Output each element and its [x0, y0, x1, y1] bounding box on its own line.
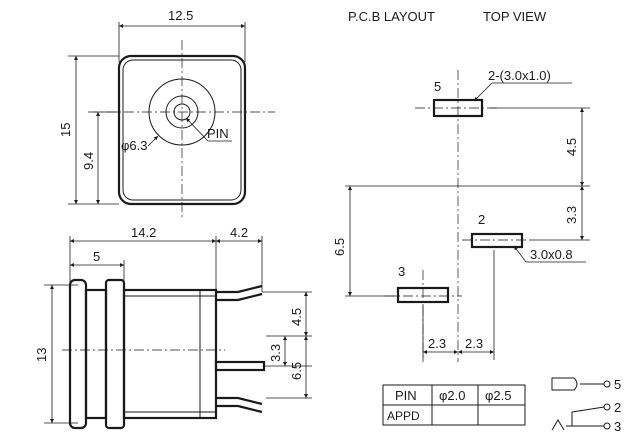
- pad-3-label: 3: [398, 264, 405, 279]
- pcb-dim-4-5: 4.5: [564, 138, 579, 156]
- pad-5-label: 5: [434, 79, 441, 94]
- side-pin-bottom: [216, 396, 263, 406]
- pcb-dim-3-3: 3.3: [564, 206, 579, 224]
- front-height-dim: 15: [58, 123, 73, 137]
- pcb-layout: 5 2-(3.0x1.0) 4.5 3.3 6.5 2 3.0x0.8 3: [332, 68, 590, 362]
- side-main-body: [122, 288, 218, 420]
- side-front-flange: [68, 278, 88, 430]
- spec-table: PIN φ2.0 φ2.5 APPD: [382, 384, 526, 426]
- side-tail-dim: 4.2: [230, 225, 248, 240]
- schematic-pin-2: 2: [614, 400, 621, 415]
- table-header-pin: PIN: [395, 388, 417, 403]
- front-view: 12.5 15 9.4 φ6.3 PIN: [58, 8, 275, 220]
- table-header-phi25: φ2.5: [485, 388, 512, 403]
- table-header-phi20: φ2.0: [439, 388, 466, 403]
- pad-5-size: 2-(3.0x1.0): [488, 68, 551, 83]
- pad-2: [470, 232, 524, 249]
- jack-pin-circle: [173, 103, 191, 121]
- front-center-height-dim: 9.4: [81, 152, 96, 170]
- schematic-symbol: 5 2 3: [551, 377, 621, 434]
- jack-hole-outer: [148, 78, 216, 146]
- pad-2-label: 2: [478, 212, 485, 227]
- side-view: 14.2 4.2 5 13: [34, 225, 312, 430]
- side-pin-mid: [214, 360, 266, 372]
- front-pin-label: PIN: [207, 126, 229, 141]
- side-length-dim: 14.2: [131, 225, 156, 240]
- side-pin-spacing-bottom: 6.5: [289, 362, 304, 380]
- front-hole-diameter: φ6.3: [121, 138, 148, 153]
- side-height-dim: 13: [34, 348, 49, 362]
- pcb-layout-title: P.C.B LAYOUT: [348, 9, 435, 24]
- top-view-title: TOP VIEW: [483, 9, 547, 24]
- pad-2-size: 3.0x0.8: [530, 247, 573, 262]
- side-flange-dim: 5: [93, 249, 100, 264]
- side-pin-top: [216, 284, 263, 294]
- front-width-dim: 12.5: [168, 8, 193, 23]
- pcb-dim-6-5: 6.5: [332, 238, 347, 256]
- schematic-pin-3: 3: [614, 419, 621, 434]
- pcb-dim-2-3-right: 2.3: [465, 336, 483, 351]
- schematic-pin-5: 5: [614, 377, 621, 392]
- table-row-appd: APPD: [387, 409, 420, 423]
- side-pin-spacing-mid: 3.3: [268, 344, 283, 362]
- pcb-dim-2-3-left: 2.3: [428, 336, 446, 351]
- side-pin-spacing-top: 4.5: [289, 308, 304, 326]
